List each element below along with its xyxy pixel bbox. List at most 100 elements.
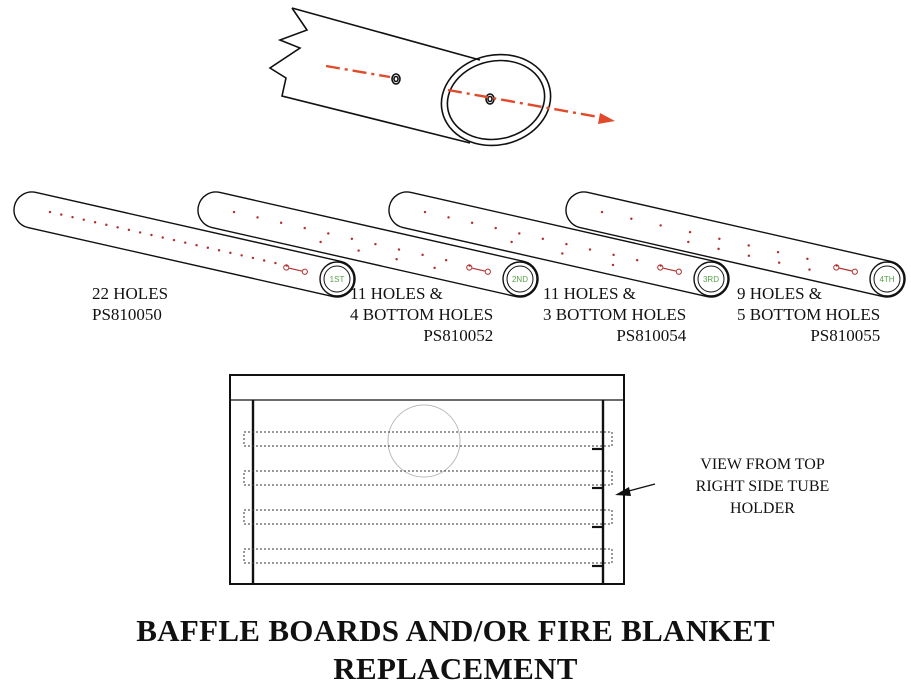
tube-4-bottom-hole <box>808 268 811 271</box>
tube-2-bottom-hole <box>319 240 322 244</box>
tube-3-top-hole <box>541 237 545 240</box>
top-view-holder <box>229 374 625 585</box>
tube-4-top-hole <box>630 217 633 220</box>
tube-2-bottom-hole <box>395 258 398 261</box>
tube-1-top-hole <box>251 256 255 260</box>
tube-2-top-hole <box>256 216 259 219</box>
page-title-line-1: BAFFLE BOARDS AND/OR FIRE BLANKET <box>136 613 775 648</box>
tube-3-top-hole <box>612 253 615 257</box>
tube-3-label: 11 HOLES & 3 BOTTOM HOLES PS810054 <box>543 283 686 346</box>
tube-1-top-hole <box>240 254 243 257</box>
tube-3-ordinal: 3RD <box>703 275 719 284</box>
tube-1-top-hole <box>274 261 277 265</box>
tube-3-part-number: PS810054 <box>616 326 687 345</box>
tube-4-end-cap <box>869 261 905 297</box>
tube-1-top-hole <box>217 249 221 252</box>
tube-2-connector <box>472 267 486 272</box>
tube-1-top-hole <box>206 246 210 249</box>
tube-3-top-hole <box>565 242 568 246</box>
tube-3-top-hole <box>635 258 639 262</box>
tube-1-end-hole <box>283 264 290 271</box>
tube-1-connector <box>289 267 303 272</box>
tube-3-end-hole <box>657 264 664 271</box>
tube-3-connector <box>663 267 677 272</box>
tube-3-end-hole <box>675 268 682 275</box>
tube-1-top-hole <box>71 215 74 219</box>
tube-2-bottom-holes: 4 BOTTOM HOLES <box>350 305 494 324</box>
tube-1: 1ST <box>13 191 356 298</box>
tube-4-connector <box>839 267 853 272</box>
tube-1-top-hole <box>105 223 108 226</box>
tube-4-top-hole <box>659 224 662 227</box>
tube-4-bottom-hole <box>717 247 720 251</box>
view-pointer-arrow <box>615 483 656 496</box>
tube-2-label: 11 HOLES & 4 BOTTOM HOLES PS810052 <box>350 283 493 346</box>
slot-stops <box>592 447 604 568</box>
tube-slots <box>243 431 613 564</box>
tube-4: 4TH <box>565 191 906 298</box>
tube-1-top-hole <box>262 259 266 262</box>
holder-circle-outline <box>387 404 461 478</box>
tube-4-top-hole <box>718 237 721 240</box>
tube-4-top-hole <box>806 257 809 261</box>
tube-4-bottom-hole <box>747 254 751 257</box>
tube-2-top-hole <box>421 253 424 257</box>
tube-2-part-number: PS810052 <box>423 326 494 345</box>
tube-4-bottom-hole <box>687 240 690 244</box>
tube-3-top-hole <box>518 232 521 235</box>
page-title-line-2: REPLACEMENT <box>333 651 578 686</box>
tube-3-bottom-hole <box>510 240 513 244</box>
tube-3-top-hole <box>447 216 450 219</box>
tube-2-end-hole <box>484 268 491 275</box>
tube-2-bottom-hole <box>357 249 360 252</box>
view-note-line-2: RIGHT SIDE TUBE <box>695 478 830 495</box>
tube-4-body <box>565 191 906 298</box>
tube-3-bottom-hole <box>561 252 564 255</box>
tube-1-top-hole <box>116 226 119 229</box>
tube-2-top-hole <box>327 232 330 235</box>
tube-4-top-hole <box>776 250 780 254</box>
tube-2-ordinal: 2ND <box>512 275 528 284</box>
tube-4-end-hole <box>833 264 840 271</box>
tube-4-part-number: PS810055 <box>810 326 881 345</box>
tube-1-end-cap-inner <box>323 265 351 293</box>
tube-2-top-hole <box>279 221 283 224</box>
tube-1-top-hole <box>184 241 187 244</box>
tube-2-top-hole <box>350 237 354 240</box>
tube-1-top-hole <box>127 228 131 232</box>
tube-2-top-hole <box>397 248 401 251</box>
tube-1-top-hole <box>138 231 142 234</box>
tube-1-ordinal: 1ST <box>330 275 345 284</box>
tube-3-bottom-holes: 3 BOTTOM HOLES <box>543 305 687 324</box>
tube-3-top-hole <box>588 248 592 251</box>
view-note: VIEW FROM TOP RIGHT SIDE TUBE HOLDER <box>675 454 850 520</box>
tube-1-part-number: PS810050 <box>92 305 162 324</box>
tube-1-top-hole <box>150 233 153 237</box>
tube-2: 2ND <box>197 191 539 298</box>
tube-2-top-hole <box>444 258 448 262</box>
view-note-line-3: HOLDER <box>730 500 795 517</box>
tube-1-end-cap <box>319 261 355 297</box>
tube-2-top-hole <box>232 210 236 214</box>
tube-4-top-hole <box>688 230 692 234</box>
tube-4-end-hole <box>851 268 858 275</box>
airflow-arrow <box>325 64 615 124</box>
tube-4-holes: 9 HOLES & <box>737 284 822 303</box>
tube-4-bottom-holes: 5 BOTTOM HOLES <box>737 305 881 324</box>
tube-1-top-hole <box>195 243 198 247</box>
view-note-line-1: VIEW FROM TOP <box>700 456 825 473</box>
tube-3-end-cap-inner <box>697 265 725 293</box>
tube-4-bottom-hole <box>777 261 781 264</box>
tube-3: 3RD <box>388 191 730 298</box>
tube-4-label: 9 HOLES & 5 BOTTOM HOLES PS810055 <box>737 283 880 346</box>
tube-2-top-hole <box>374 242 377 246</box>
tube-3-bottom-hole <box>611 263 615 267</box>
tube-2-end-hole <box>466 264 473 271</box>
tube-3-holes: 11 HOLES & <box>543 284 636 303</box>
tube-1-top-hole <box>48 210 52 214</box>
tube-1-body <box>13 191 356 298</box>
tube-1-holes: 22 HOLES <box>92 284 169 303</box>
tube-1-top-hole <box>60 213 63 216</box>
